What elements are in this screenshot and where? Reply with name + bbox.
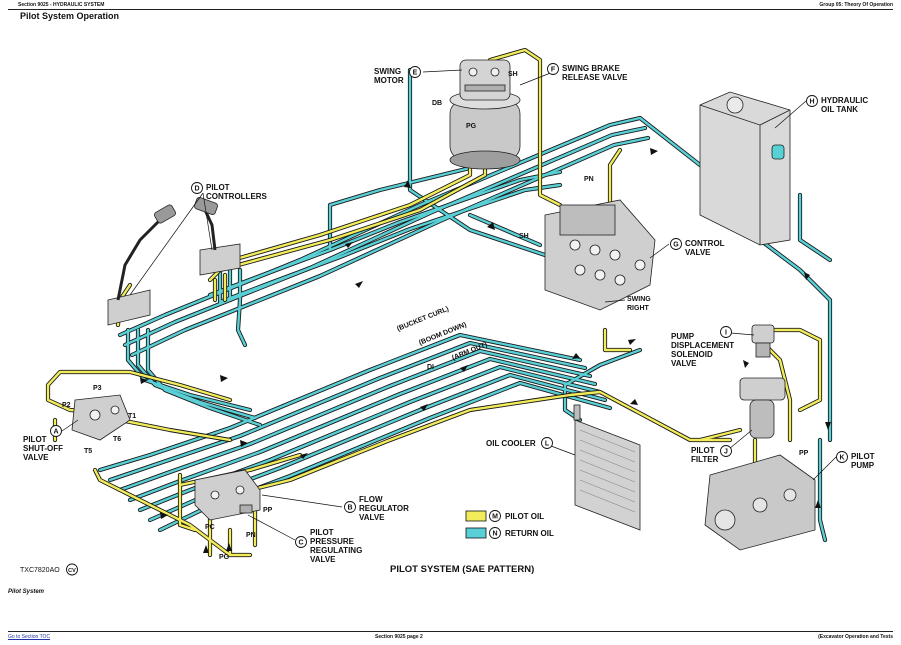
legend-tag-m: M xyxy=(492,514,498,521)
port-pg-motor: PG xyxy=(466,123,477,130)
label-shutoff-1: PILOT xyxy=(23,435,47,444)
port-pn-reg: PN xyxy=(246,532,256,539)
label-pilot-controllers-1: PILOT xyxy=(206,183,230,192)
legend: M PILOT OIL N RETURN OIL xyxy=(465,510,554,539)
tag-l: L xyxy=(545,441,550,448)
oil-cooler-shape xyxy=(573,404,641,531)
legend-label-pilot: PILOT OIL xyxy=(505,512,544,521)
label-control-valve-1: CONTROL xyxy=(685,239,725,248)
label-swing-motor-1: SWING xyxy=(374,67,401,76)
label-pilot-pump-2: PUMP xyxy=(851,461,875,470)
label-control-valve-2: VALVE xyxy=(685,248,711,257)
component-labels: D PILOT CONTROLLERS SWING MOTOR E F SWIN… xyxy=(23,63,875,564)
pilot-controllers-shape xyxy=(107,197,241,326)
label-pressure-reg-3: REGULATING xyxy=(310,546,362,555)
flow-regulator-valve-shape xyxy=(194,469,261,521)
tag-i: I xyxy=(725,330,727,337)
leader-lines xyxy=(61,69,837,541)
legend-label-return: RETURN OIL xyxy=(505,529,554,538)
page-title: Pilot System Operation xyxy=(20,11,120,21)
port-pp-reg: PP xyxy=(263,507,273,514)
pilot-shutoff-valve-shape xyxy=(71,394,131,441)
label-bucket-curl: (BUCKET CURL) xyxy=(396,306,450,333)
pilot-pump-shape xyxy=(704,454,816,551)
label-swing-brake-1: SWING BRAKE xyxy=(562,64,620,73)
header-section-text: Section 9025 - HYDRAULIC SYSTEM xyxy=(18,2,105,8)
label-pressure-reg-1: PILOT xyxy=(310,528,334,537)
label-flow-reg-3: VALVE xyxy=(359,513,385,522)
tag-d: D xyxy=(194,186,199,193)
label-swing-brake-2: RELEASE VALVE xyxy=(562,73,628,82)
port-pp-pump: PP xyxy=(799,450,809,457)
label-oil-tank-1: HYDRAULIC xyxy=(821,96,868,105)
port-pn-cv: PN xyxy=(584,176,594,183)
label-shutoff-3: VALVE xyxy=(23,453,49,462)
label-pump-disp-4: VALVE xyxy=(671,359,697,368)
legend-swatch-return xyxy=(465,527,487,539)
tag-f: F xyxy=(551,67,556,74)
label-pump-disp-3: SOLENOID xyxy=(671,350,713,359)
tag-k: K xyxy=(839,455,844,462)
tag-b: B xyxy=(347,505,352,512)
port-pg-reg: PG xyxy=(219,554,230,561)
label-pump-disp-2: DISPLACEMENT xyxy=(671,341,734,350)
port-p3: P3 xyxy=(93,385,102,392)
port-sh-top: SH xyxy=(508,71,518,78)
port-labels: P3 P2 T1 T6 T5 PC PN PG PP SH DB PG PN S… xyxy=(62,71,809,561)
header-rule xyxy=(8,9,893,10)
tag-e: E xyxy=(413,70,418,77)
tag-a: A xyxy=(53,429,58,436)
hydraulic-oil-tank-shape xyxy=(699,91,791,246)
label-pressure-reg-4: VALVE xyxy=(310,555,336,564)
swing-motor-shape xyxy=(449,59,521,170)
diagram-title: PILOT SYSTEM (SAE PATTERN) xyxy=(390,564,534,575)
port-t1: T1 xyxy=(128,413,136,420)
legend-swatch-pilot xyxy=(465,510,487,522)
pilot-filter-shape xyxy=(739,377,786,439)
port-p2: P2 xyxy=(62,402,71,409)
label-pilot-filter-2: FILTER xyxy=(691,455,719,464)
port-db: DB xyxy=(432,100,442,107)
label-pilot-pump-1: PILOT xyxy=(851,452,875,461)
port-sh-cv: SH xyxy=(519,233,529,240)
label-pilot-controllers-2: CONTROLLERS xyxy=(206,192,268,201)
footer-page: Section 9025 page 2 xyxy=(375,634,423,640)
footer-rule xyxy=(8,631,893,632)
tag-c: C xyxy=(298,540,303,547)
label-swing-right-1: SWING xyxy=(627,296,651,303)
figure-id: TXC7820AO xyxy=(20,567,60,574)
label-flow-reg-1: FLOW xyxy=(359,495,383,504)
label-pump-disp-1: PUMP xyxy=(671,332,695,341)
legend-tag-n: N xyxy=(492,531,497,538)
figure-badge: CV xyxy=(68,568,76,574)
toc-link[interactable]: Go to Section TOC xyxy=(8,634,51,640)
port-t6: T6 xyxy=(113,436,121,443)
label-oil-cooler: OIL COOLER xyxy=(486,439,536,448)
tag-h: H xyxy=(809,99,814,106)
label-pilot-filter-1: PILOT xyxy=(691,446,715,455)
tag-g: G xyxy=(673,242,679,249)
tag-j: J xyxy=(724,449,728,456)
label-pressure-reg-2: PRESSURE xyxy=(310,537,355,546)
label-swing-right-2: RIGHT xyxy=(627,305,650,312)
label-swing-motor-2: MOTOR xyxy=(374,76,404,85)
control-valve-shape xyxy=(544,199,656,311)
figure-caption: Pilot System xyxy=(8,589,45,595)
port-di: DI xyxy=(427,364,434,371)
label-oil-tank-2: OIL TANK xyxy=(821,105,858,114)
port-pc: PC xyxy=(205,524,215,531)
footer-manual: (Excavator Operation and Tests xyxy=(818,634,893,640)
port-t5: T5 xyxy=(84,448,92,455)
label-shutoff-2: SHUT-OFF xyxy=(23,444,63,453)
header-group-text: Group 05: Theory Of Operation xyxy=(819,2,893,8)
pump-displacement-solenoid-shape xyxy=(751,324,775,358)
label-flow-reg-2: REGULATOR xyxy=(359,504,409,513)
